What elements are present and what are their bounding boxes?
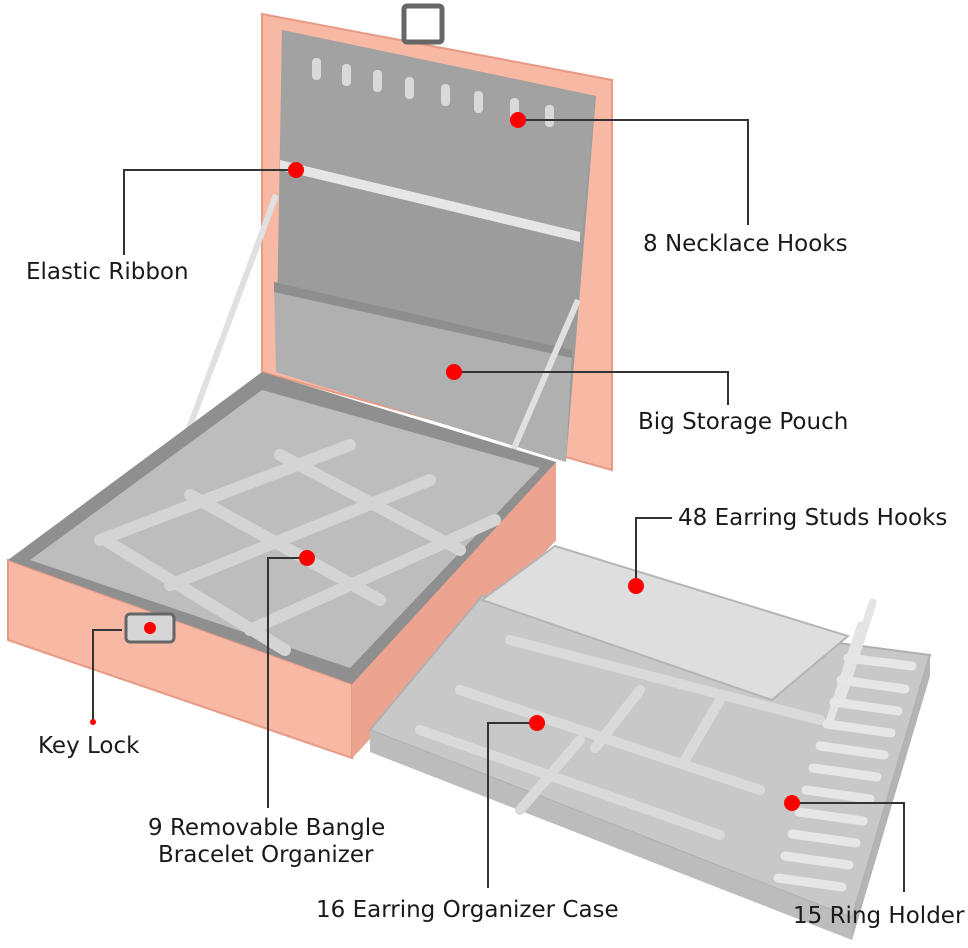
label-earring-case: 16 Earring Organizer Case [316, 897, 619, 923]
leader-lines [92, 119, 905, 892]
label-bangle-organizer-line2: Bracelet Organizer [158, 842, 374, 868]
label-elastic-ribbon: Elastic Ribbon [26, 259, 189, 285]
earring-studs-lid [479, 544, 851, 702]
label-earring-studs: 48 Earring Studs Hooks [678, 505, 948, 531]
label-bangle-organizer-line1: 9 Removable Bangle [148, 815, 386, 841]
storage-pouch [274, 282, 572, 462]
marker-bangle-organizer [299, 550, 315, 566]
lid-handle [401, 3, 445, 45]
red-markers [90, 112, 800, 811]
tray-front [370, 730, 852, 940]
marker-storage-pouch [446, 364, 462, 380]
marker-ring-holder [784, 795, 800, 811]
tray-compartments [415, 635, 825, 840]
label-ring-holder: 15 Ring Holder [793, 903, 965, 929]
label-storage-pouch: Big Storage Pouch [638, 409, 849, 435]
marker-key-lock [90, 719, 96, 725]
marker-key-lock-top [144, 622, 156, 634]
marker-earring-case [529, 715, 545, 731]
label-key-lock: Key Lock [38, 733, 140, 759]
marker-earring-studs [628, 578, 644, 594]
marker-elastic-ribbon [288, 162, 304, 178]
label-necklace-hooks: 8 Necklace Hooks [643, 231, 848, 257]
bangle-organizer-grid [94, 439, 501, 656]
marker-necklace-hooks [510, 112, 526, 128]
tray-side [852, 655, 930, 940]
elastic-ribbon [280, 160, 580, 242]
